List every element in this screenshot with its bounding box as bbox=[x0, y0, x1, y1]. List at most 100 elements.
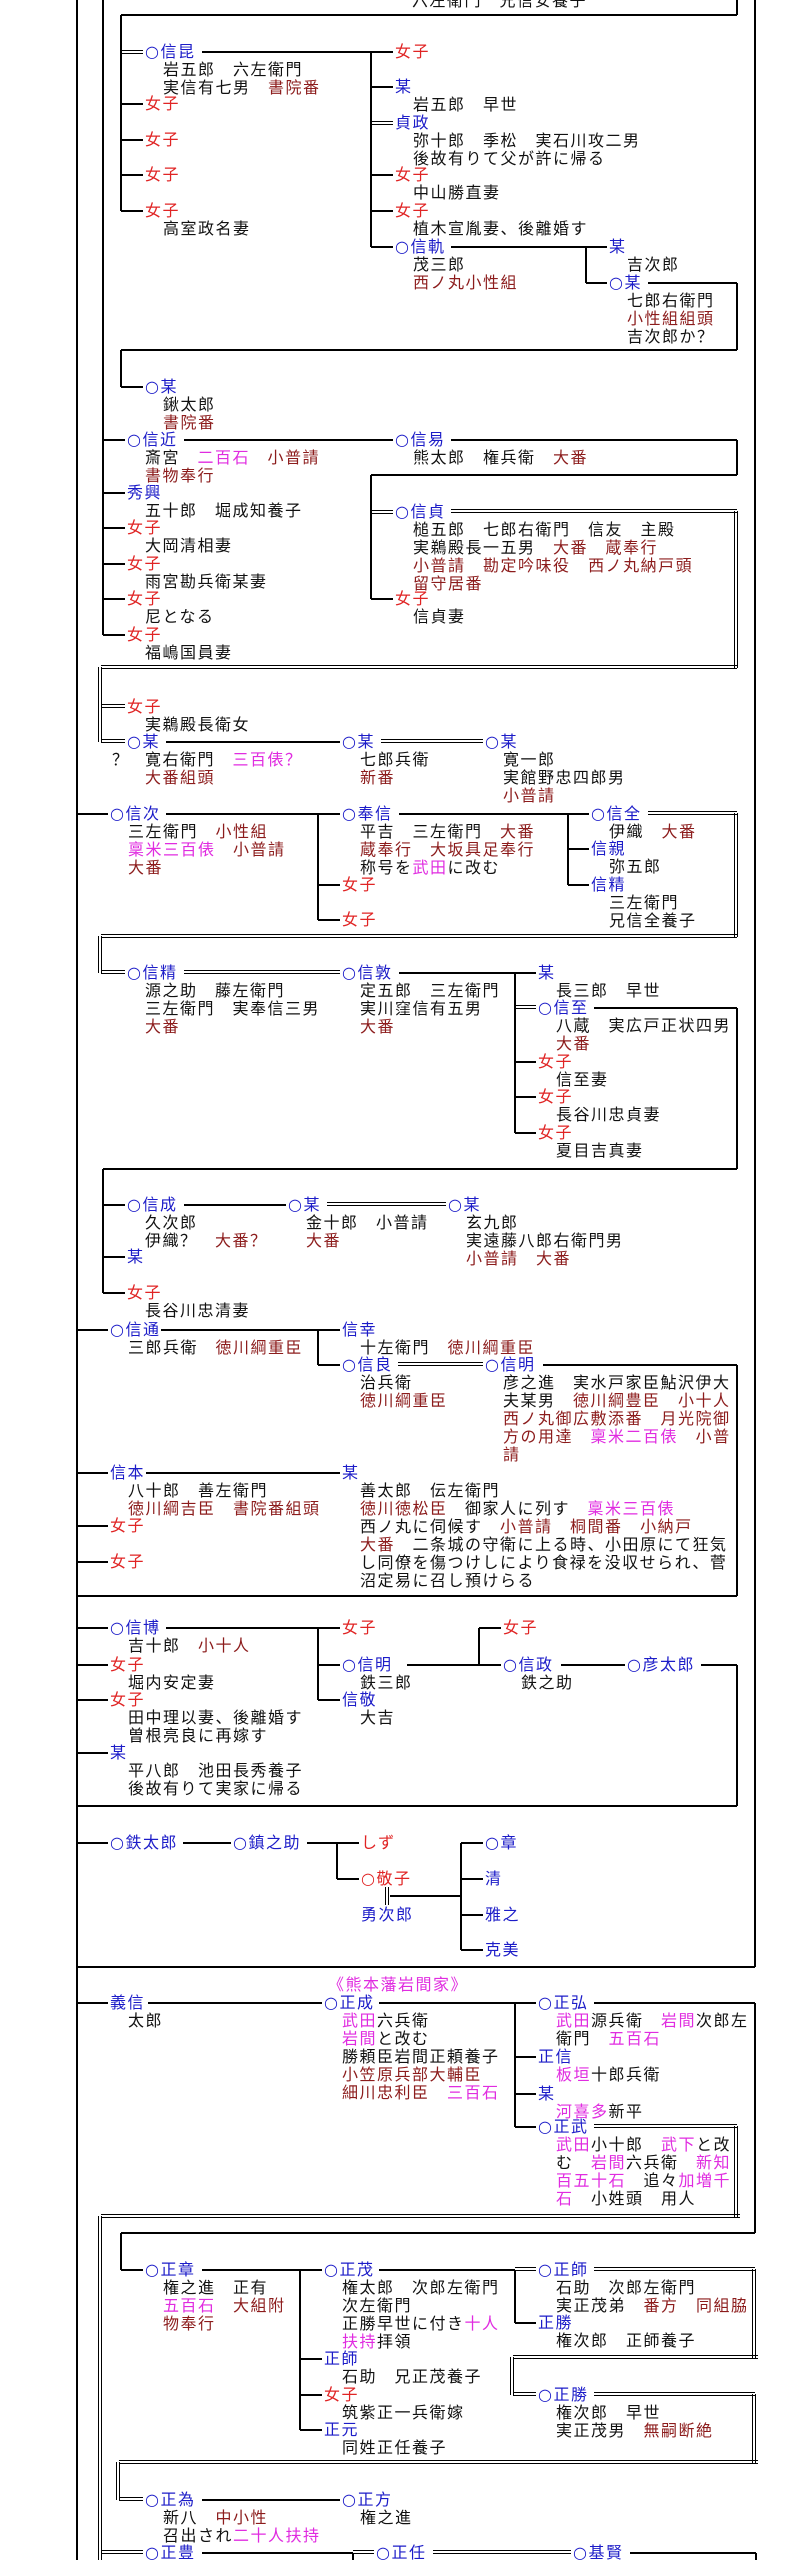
note-text: 熊太郎 権兵衛 bbox=[413, 448, 554, 467]
stipend-or-surname: 五百石 bbox=[163, 2296, 216, 2315]
connector-line bbox=[370, 475, 372, 599]
note-text: と改む bbox=[377, 2029, 430, 2048]
note-text: 沼定易に召し預けらる bbox=[360, 1571, 536, 1590]
office-title: 大番 bbox=[306, 1231, 342, 1250]
connector-line bbox=[121, 174, 143, 176]
connector-line bbox=[77, 1752, 108, 1754]
person-name: ○某 bbox=[448, 1195, 481, 1214]
note-text: 岩五郎 早世 bbox=[413, 95, 519, 114]
person-note-line: 百五十石 追々加増千 bbox=[556, 2172, 731, 2190]
note-text: 十郎兵衛 bbox=[591, 2065, 662, 2084]
person-note-line: 熊太郎 権兵衛 大番 bbox=[413, 449, 588, 467]
office-title: 小普請 bbox=[233, 840, 286, 859]
note-text: 夏目吉真妻 bbox=[556, 1141, 644, 1160]
connector-line bbox=[736, 1665, 738, 1806]
person-name: 信敬 bbox=[342, 1690, 378, 1709]
note-text: 追々 bbox=[626, 2171, 679, 2190]
person-note-line: 兄信全養子 bbox=[609, 912, 697, 930]
connector-line bbox=[433, 2550, 571, 2554]
connector-line bbox=[379, 2002, 536, 2004]
person-note-line: 長谷川忠清妻 bbox=[145, 1302, 250, 1320]
person-note-line: 伊織？ 大番？ bbox=[145, 1232, 268, 1250]
connector-line bbox=[101, 739, 125, 743]
person-note-line: 金十郎 小普請 bbox=[306, 1214, 429, 1232]
office-title: 書物奉行 bbox=[145, 466, 216, 485]
person-note-line: 石 小姓頭 用人 bbox=[556, 2190, 696, 2208]
note-text bbox=[678, 1427, 696, 1446]
connector-line bbox=[77, 813, 108, 815]
person-name: ○信明 bbox=[342, 1655, 393, 1674]
person-note-line: 茂三郎 bbox=[413, 256, 466, 274]
connector-line bbox=[568, 884, 589, 886]
person-name: 某 bbox=[127, 1247, 145, 1266]
person-name: 女子 bbox=[324, 2385, 360, 2404]
office-title: 徳川綱重臣 bbox=[215, 1338, 304, 1357]
person-name: 貞政 bbox=[395, 113, 431, 132]
connector-line bbox=[121, 103, 143, 105]
person-note-line: 河喜多新平 bbox=[556, 2103, 644, 2121]
note-text: 御家人に列す bbox=[447, 1499, 588, 1518]
office-title: 請 bbox=[503, 1445, 521, 1464]
connector-line bbox=[736, 283, 738, 350]
connector-line bbox=[77, 1664, 108, 1666]
person-note-line: 実館野忠四郎男 bbox=[503, 769, 626, 787]
person-note-line: 板垣十郎兵衛 bbox=[556, 2066, 661, 2084]
connector-line bbox=[515, 2322, 536, 2324]
person-name: 女子 bbox=[110, 1655, 146, 1674]
note-text: 鉄三郎 bbox=[360, 1673, 413, 1692]
note-text: 五十郎 堀成知養子 bbox=[145, 501, 303, 520]
connector-line bbox=[594, 2267, 755, 2271]
person-note-line: 西ノ丸御広敷添番 月光院御 bbox=[503, 1410, 731, 1428]
person-name: ○正方 bbox=[342, 2490, 393, 2509]
stipend-or-surname: 板垣 bbox=[556, 2065, 592, 2084]
person-note-line: 岩五郎 早世 bbox=[413, 96, 518, 114]
note-text: 平八郎 池田長秀養子 bbox=[128, 1761, 304, 1780]
person-name: ○信軌 bbox=[395, 237, 446, 256]
note-text: 新八 bbox=[163, 2508, 216, 2527]
note-text: 長谷川忠清妻 bbox=[145, 1301, 251, 1320]
note-text: 正勝早世に付き bbox=[342, 2314, 465, 2333]
person-name: ○正為 bbox=[145, 2490, 196, 2509]
connector-line bbox=[121, 50, 143, 54]
stipend-or-surname: 二百石 bbox=[197, 448, 251, 467]
note-text: 吉次郎 bbox=[627, 255, 680, 274]
person-note-line: 平吉 三左衛門 大番 bbox=[360, 823, 535, 841]
person-name: 女子 bbox=[342, 875, 378, 894]
connector-line bbox=[202, 51, 393, 53]
connector-line bbox=[166, 741, 340, 743]
stipend-or-surname: 岩間 bbox=[661, 2011, 697, 2030]
connector-line bbox=[407, 1664, 501, 1666]
stipend-or-surname: 扶持 bbox=[342, 2332, 378, 2351]
person-name: ○正師 bbox=[538, 2260, 589, 2279]
note-text: 田中理以妻、後離婚す bbox=[128, 1708, 304, 1727]
connector-line bbox=[754, 2003, 756, 2233]
person-note-line: 細川忠利臣 三百石 bbox=[342, 2084, 500, 2102]
note-text: 斎宮 bbox=[145, 448, 198, 467]
office-title: 小納戸 bbox=[640, 1517, 693, 1536]
connector-line bbox=[77, 1842, 108, 1844]
person-name: 勇次郎 bbox=[361, 1905, 414, 1924]
person-name: 女子 bbox=[395, 201, 431, 220]
connector-line bbox=[103, 598, 125, 600]
person-note-line: 三左衛門 小性組 bbox=[128, 823, 268, 841]
person-note-line: 西ノ丸小性組 bbox=[413, 274, 518, 292]
connector-line bbox=[371, 210, 393, 212]
stipend-or-surname: 武田 bbox=[556, 2011, 592, 2030]
person-note-line: 実正茂弟 番方 同組脇 bbox=[556, 2297, 749, 2315]
connector-line bbox=[77, 1966, 755, 1968]
note-text bbox=[216, 840, 234, 859]
person-name: 女子 bbox=[395, 42, 431, 61]
connector-line bbox=[594, 1007, 737, 1009]
note-text: 権次郎 早世 bbox=[556, 2403, 662, 2422]
note-text: 西ノ丸に伺候す bbox=[360, 1517, 501, 1536]
person-note-line: 吉次郎 bbox=[627, 256, 680, 274]
stipend-or-surname: 武田 bbox=[412, 858, 448, 877]
stipend-or-surname: 稟米三百俵 bbox=[128, 840, 216, 859]
note-text: 長谷川忠貞妻 bbox=[556, 1105, 662, 1124]
person-note-line: 筑紫正一兵衛嫁 bbox=[342, 2404, 465, 2422]
connector-line bbox=[121, 386, 143, 388]
person-note-line: 久次郎 bbox=[145, 1214, 198, 1232]
connector-line bbox=[317, 1330, 319, 1365]
connector-line bbox=[103, 1168, 737, 1170]
connector-line bbox=[594, 2392, 755, 2396]
